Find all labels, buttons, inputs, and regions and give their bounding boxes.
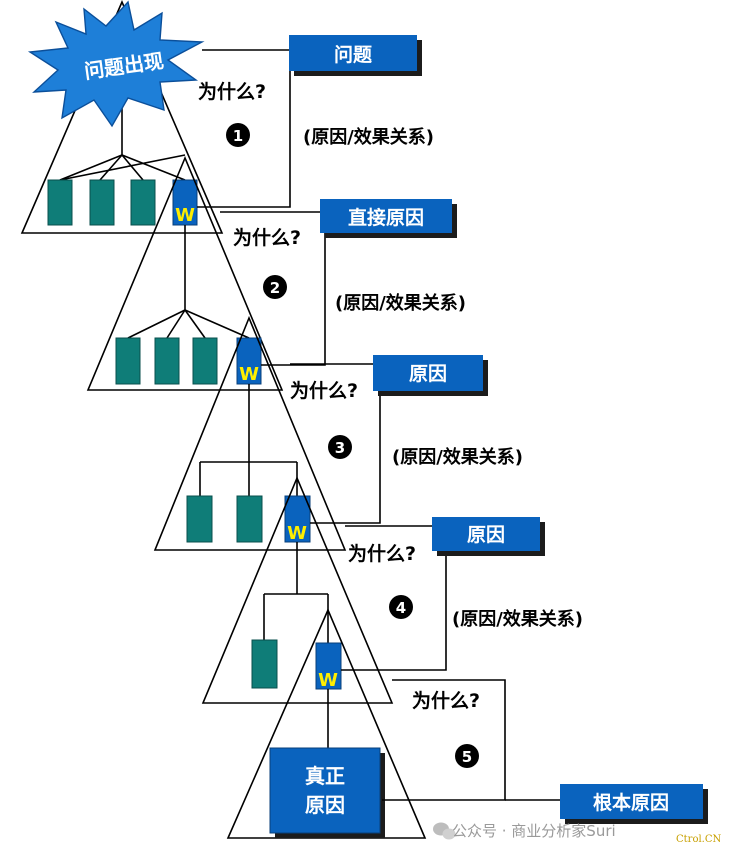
w-label: W: [287, 523, 307, 544]
teal-block: [251, 639, 278, 689]
true-cause-rect: [269, 747, 381, 834]
teal-block: [236, 495, 263, 543]
step-5-badge: 5: [455, 744, 479, 768]
wechat-icon: [433, 822, 456, 840]
w-label: W: [175, 205, 195, 226]
why-block: [315, 642, 342, 690]
why-label: 为什么?: [412, 689, 480, 712]
teal-block: [47, 179, 73, 226]
step-number: 4: [396, 599, 406, 617]
root-cause-rect: [560, 784, 703, 819]
cause-rect: [373, 355, 483, 391]
triangle-3-blocks: W: [186, 495, 311, 544]
relation-label: (原因/效果关系): [335, 292, 466, 314]
why-block: [236, 337, 262, 385]
cause-label: 原因: [409, 363, 447, 385]
triangle-3-outline: [153, 315, 347, 551]
cause-label: 原因: [467, 524, 505, 546]
step-1-badge: 1: [226, 123, 250, 147]
true-cause-box: 真正 原因: [269, 747, 385, 838]
step-number: 2: [270, 279, 280, 297]
watermark-text: 公众号 · 商业分析家Suri: [452, 822, 616, 840]
starburst-shape: [27, 0, 205, 128]
direct-cause-box: 直接原因: [320, 199, 457, 238]
why-labels: 为什么? 为什么? 为什么? 为什么? 为什么?: [198, 80, 480, 712]
relation-label: (原因/效果关系): [303, 126, 434, 148]
teal-block: [89, 179, 115, 226]
cause-box-3: 原因: [373, 355, 488, 396]
true-cause-line-1: 真正: [305, 764, 345, 788]
teal-block: [130, 179, 156, 226]
brand-mark: Ctrol.CN: [676, 834, 722, 845]
triangle-2: [86, 155, 284, 391]
triangle-1-outline: [20, 0, 224, 234]
why-label: 为什么?: [348, 542, 416, 565]
triangle-4-outline: [201, 475, 394, 704]
problem-label: 问题: [334, 44, 372, 66]
why-label: 为什么?: [198, 80, 266, 103]
cause-box-4: 原因: [432, 517, 545, 556]
triangle-4: [201, 475, 394, 704]
step-number: 3: [335, 439, 345, 457]
triangle-1-blocks: W: [47, 179, 198, 226]
relation-label: (原因/效果关系): [392, 446, 523, 468]
root-cause-label: 根本原因: [593, 791, 669, 814]
teal-block: [192, 337, 218, 385]
step-number: 1: [233, 127, 243, 145]
direct-cause-label: 直接原因: [348, 206, 424, 229]
true-cause-line-2: 原因: [305, 793, 345, 817]
relation-label: (原因/效果关系): [452, 608, 583, 630]
problem-rect: [289, 35, 417, 71]
step-4-badge: 4: [389, 595, 413, 619]
triangle-3: [153, 315, 347, 551]
triangle-1: [20, 0, 224, 234]
triangle-2-blocks: W: [115, 337, 262, 385]
triangle-4-blocks: W: [251, 639, 342, 691]
relation-labels: (原因/效果关系) (原因/效果关系) (原因/效果关系) (原因/效果关系): [303, 126, 583, 630]
teal-block: [154, 337, 180, 385]
cause-rect: [432, 517, 540, 551]
why-label: 为什么?: [290, 379, 358, 402]
problem-box: 问题: [289, 35, 422, 76]
triangle-2-outline: [86, 155, 284, 391]
step-2-badge: 2: [263, 275, 287, 299]
step-3-badge: 3: [328, 435, 352, 459]
w-label: W: [239, 364, 259, 385]
teal-block: [186, 495, 213, 543]
step-markers: 1 2 3 4 5: [226, 123, 479, 768]
w-label: W: [318, 670, 338, 691]
step-number: 5: [462, 748, 472, 766]
root-cause-box: 根本原因: [560, 784, 708, 824]
teal-block: [115, 337, 141, 385]
direct-cause-rect: [320, 199, 452, 233]
starburst: 问题出现: [27, 0, 205, 128]
connectors: [197, 49, 560, 801]
why-label: 为什么?: [233, 226, 301, 249]
